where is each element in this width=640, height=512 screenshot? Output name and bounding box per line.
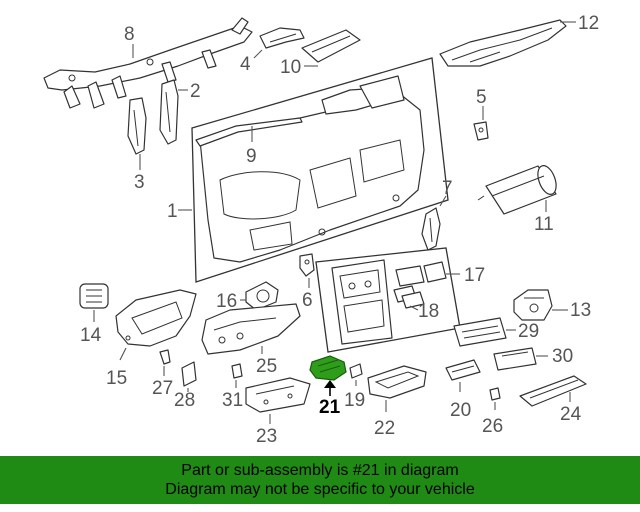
callout-15[interactable]: 15 bbox=[106, 368, 127, 389]
part-5-clip[interactable] bbox=[473, 121, 489, 141]
part-20-cup-holder[interactable] bbox=[445, 359, 481, 381]
callout-18[interactable]: 18 bbox=[418, 301, 439, 322]
callout-9[interactable]: 9 bbox=[246, 146, 257, 167]
callout-20[interactable]: 20 bbox=[450, 400, 471, 421]
callout-17[interactable]: 17 bbox=[464, 265, 485, 286]
callout-24[interactable]: 24 bbox=[560, 404, 582, 425]
callout-2[interactable]: 2 bbox=[190, 81, 201, 102]
callout-22[interactable]: 22 bbox=[374, 418, 395, 439]
callout-13[interactable]: 13 bbox=[570, 300, 591, 321]
banner-line-part-info: Part or sub-assembly is #21 in diagram bbox=[181, 462, 459, 479]
part-26-cap[interactable] bbox=[489, 387, 501, 401]
part-23-lower-cover[interactable] bbox=[245, 377, 311, 413]
callout-12[interactable]: 12 bbox=[578, 13, 599, 34]
part-24-lower-trim[interactable] bbox=[519, 375, 587, 407]
callout-10[interactable]: 10 bbox=[280, 57, 301, 78]
part-11-cylinder[interactable] bbox=[477, 163, 560, 215]
callout-29[interactable]: 29 bbox=[518, 321, 539, 342]
callout-5[interactable]: 5 bbox=[476, 87, 487, 108]
banner-line-disclaimer: Diagram may not be specific to your vehi… bbox=[165, 481, 475, 498]
part-10-pad[interactable] bbox=[301, 29, 361, 63]
part-22-storage-tray[interactable] bbox=[367, 365, 427, 399]
part-15-bezel[interactable] bbox=[115, 289, 197, 347]
part-29-radio-unit[interactable] bbox=[453, 317, 507, 347]
callout-16[interactable]: 16 bbox=[216, 291, 237, 312]
callout-1[interactable]: 1 bbox=[167, 201, 178, 222]
info-banner: Part or sub-assembly is #21 in diagram D… bbox=[0, 456, 640, 504]
callout-30[interactable]: 30 bbox=[552, 346, 573, 367]
part-17-center-cluster[interactable] bbox=[315, 247, 461, 353]
callout-28[interactable]: 28 bbox=[174, 390, 195, 411]
callout-21[interactable]: 21 bbox=[319, 397, 341, 418]
callout-25[interactable]: 25 bbox=[256, 356, 277, 377]
part-27-clip[interactable] bbox=[159, 349, 171, 365]
part-28-cover[interactable] bbox=[181, 361, 197, 387]
part-4-bracket[interactable] bbox=[259, 27, 305, 49]
callout-11[interactable]: 11 bbox=[534, 214, 554, 235]
callout-3[interactable]: 3 bbox=[134, 172, 145, 193]
part-30-switch-block[interactable] bbox=[493, 347, 537, 371]
part-1-instrument-panel[interactable] bbox=[191, 57, 449, 283]
part-21-bracket-highlighted[interactable] bbox=[309, 355, 347, 381]
part-31-clip[interactable] bbox=[231, 363, 243, 379]
part-2-bracket[interactable] bbox=[159, 79, 179, 145]
callout-14[interactable]: 14 bbox=[80, 325, 102, 346]
part-8-reinforcement[interactable] bbox=[43, 17, 253, 109]
part-7-bracket[interactable] bbox=[421, 207, 441, 251]
callout-23[interactable]: 23 bbox=[256, 426, 277, 447]
part-12-upper-trim[interactable] bbox=[439, 19, 567, 67]
callout-6[interactable]: 6 bbox=[302, 290, 313, 311]
callout-31[interactable]: 31 bbox=[222, 390, 243, 411]
callout-27[interactable]: 27 bbox=[152, 378, 173, 399]
part-14-vent[interactable] bbox=[79, 283, 109, 309]
callout-19[interactable]: 19 bbox=[344, 390, 365, 411]
part-13-switch-assembly[interactable] bbox=[513, 289, 553, 321]
exploded-parts-diagram: 8 2 3 4 10 12 5 bbox=[43, 13, 599, 447]
part-18-switch[interactable] bbox=[393, 285, 425, 309]
callout-4[interactable]: 4 bbox=[240, 54, 251, 75]
part-19-switch[interactable] bbox=[349, 363, 363, 379]
callout-8[interactable]: 8 bbox=[124, 24, 135, 45]
part-16-round-vent[interactable] bbox=[245, 281, 279, 311]
part-9-strip[interactable] bbox=[195, 117, 303, 147]
part-25-lower-panel[interactable] bbox=[201, 303, 301, 355]
callout-7[interactable]: 7 bbox=[442, 178, 453, 199]
part-3-bracket[interactable] bbox=[127, 97, 147, 155]
part-6-clip[interactable] bbox=[299, 253, 315, 277]
callout-26[interactable]: 26 bbox=[482, 416, 503, 437]
